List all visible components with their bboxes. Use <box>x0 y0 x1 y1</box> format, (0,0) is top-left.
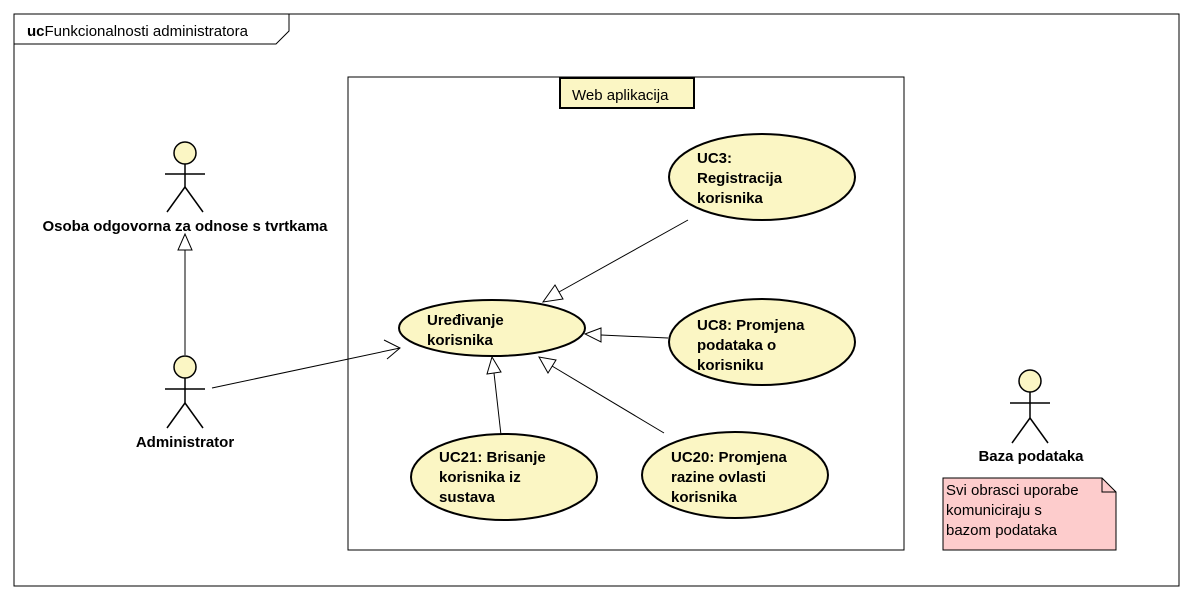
generalization-uc20 <box>551 365 665 434</box>
usecase-uc20-shape <box>641 431 829 519</box>
usecase-uredivanje-label: Uređivanje korisnika <box>427 312 508 349</box>
frame-title: ucFunkcionalnosti administratora <box>27 23 249 40</box>
generalization-uc21 <box>493 372 502 436</box>
note-text: Svi obrasci uporabe komuniciraju s bazom… <box>946 482 1083 539</box>
usecase-uc21[interactable]: UC21: Brisanje korisnika iz sustava <box>410 433 598 521</box>
usecase-uc8[interactable]: UC8: Promjena podataka o korisniku <box>668 298 856 386</box>
usecase-uc8-shape <box>668 298 856 386</box>
usecase-uc3-shape <box>668 133 856 221</box>
generalization-uc8-arrowhead <box>583 327 602 343</box>
usecase-uredivanje[interactable]: Uređivanje korisnika <box>398 299 586 357</box>
note-corner <box>1101 478 1116 493</box>
usecase-uredivanje-shape <box>398 299 586 357</box>
actor-administrator[interactable]: Administrator <box>136 355 235 451</box>
actor-osoba-icon <box>165 141 205 213</box>
generalization-uc3 <box>558 219 689 293</box>
actor-administrator-icon <box>165 355 205 429</box>
generalization-uc20-arrowhead <box>538 356 557 374</box>
relationships <box>177 219 689 436</box>
generalization-uc8 <box>600 334 669 339</box>
actor-baza-label: Baza podataka <box>978 448 1084 465</box>
usecase-uc3[interactable]: UC3: Registracija korisnika <box>668 133 856 221</box>
actor-osoba[interactable]: Osoba odgovorna za odnose s tvrtkama <box>42 141 328 235</box>
actor-osoba-label: Osoba odgovorna za odnose s tvrtkama <box>42 218 328 235</box>
actor-baza[interactable]: Baza podataka <box>978 369 1084 465</box>
usecase-uc20[interactable]: UC20: Promjena razine ovlasti korisnika <box>641 431 829 519</box>
frame-tab <box>14 14 290 45</box>
usecase-uc21-label: UC21: Brisanje korisnika iz sustava <box>439 449 550 506</box>
actor-baza-icon <box>1010 369 1050 444</box>
system-name: Web aplikacija <box>572 87 669 104</box>
system-label-box <box>559 77 695 109</box>
usecase-uc20-label: UC20: Promjena razine ovlasti korisnika <box>671 449 791 506</box>
note-shape <box>942 477 1117 551</box>
generalization-uc3-arrowhead <box>541 284 564 303</box>
note[interactable]: Svi obrasci uporabe komuniciraju s bazom… <box>942 477 1117 551</box>
generalization-arrowhead <box>177 232 193 251</box>
usecase-uc3-label: UC3: Registracija korisnika <box>697 150 786 207</box>
usecase-uc8-label: UC8: Promjena podataka o korisniku <box>697 317 809 374</box>
usecase-uc21-shape <box>410 433 598 521</box>
association-arrowhead <box>383 339 401 360</box>
generalization-uc21-arrowhead <box>486 355 502 375</box>
association-admin-uredivanje <box>211 347 401 389</box>
actor-administrator-label: Administrator <box>136 434 235 451</box>
